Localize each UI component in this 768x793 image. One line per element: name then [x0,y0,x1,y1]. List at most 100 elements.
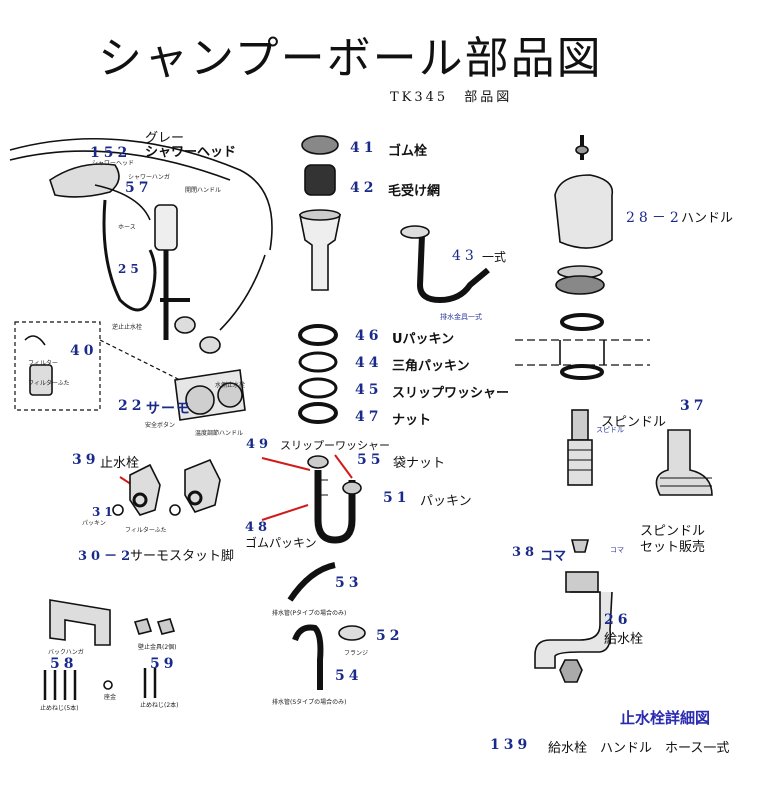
part-37-number: 37 [680,398,708,414]
mini-stopper: 壁止金具(2個) [138,644,177,651]
mini-washer: 座金 [104,694,117,701]
mini-supply-stop: 逆止止水栓 [112,324,143,331]
switch-handle [154,204,178,251]
mini-spindle: スピドル [596,426,624,434]
part-46-number: 46 [355,328,383,344]
part-41-number: 41 [350,140,378,156]
detail-title: 止水栓詳細図 [620,709,711,727]
part-28-number: 28－2 [626,210,683,226]
part-152-number: 152 [90,145,132,161]
part-40-number: 40 [70,343,98,359]
page-title: シャンプーボール部品図 [98,33,603,84]
part-28-label: ハンドル [681,211,734,226]
part-43-label: 一式 [482,250,507,264]
mini-filter-cap: フィルターふた [28,380,70,387]
part-30-number: 30－2 [78,549,135,564]
spout [534,591,613,669]
part-44-label: 三角パッキン [392,359,470,374]
u-packing [298,324,338,346]
s-trap [314,470,356,544]
page-subtitle: TK345 部品図 [390,90,513,105]
part-26-label: 給水栓 [604,632,644,647]
filter-inset [14,321,101,411]
part-38-number: 38 [512,545,539,560]
strainer [304,164,336,196]
part-31-number: 31 [92,505,117,519]
part-49-label: スリップーワッシャー [280,439,390,452]
shower-head [49,163,120,198]
part-25-number: 25 [118,262,143,276]
faucet-handle [554,174,614,249]
mini-filter-cap2: フィルターふた [125,527,167,534]
spindle-label: スピンドル [601,415,667,430]
mini-drain-p: 排水管(Pタイプの場合のみ) [272,610,347,617]
part-44-number: 44 [355,355,383,371]
part-39-label: 止水栓 [100,456,140,471]
spindle [571,409,589,441]
mini-safety: 安全ボタン [145,422,176,429]
mini-koma: コマ [610,546,624,554]
part-51-number: 51 [383,490,411,506]
p-trap [405,228,490,304]
part-39-number: 39 [72,452,100,468]
slip-washer [298,377,338,399]
mini-hose: ホース [118,224,136,231]
screws-2 [143,668,157,698]
part-45-number: 45 [355,382,383,398]
part-55-number: 55 [357,452,385,468]
mini-shower-head: シャワーヘッド [92,160,135,167]
part-42-label: 毛受け網 [388,184,441,199]
spindle-set-label-1: スピンドル [640,524,706,539]
mini-drain-s: 排水管(Sタイプの場合のみ) [272,699,347,706]
part-26-number: 26 [604,612,632,628]
wall-stoppers [133,618,176,635]
drain-body [299,214,341,291]
hose [102,199,157,312]
mini-hot-stop: 水側止水栓 [215,382,246,389]
mini-packing: パッキン [82,520,106,527]
mini-switch-handle: 開閉ハンドル [185,187,222,194]
part-53-number: 53 [335,575,363,591]
part-42-number: 42 [350,180,378,196]
drain-pipe-s [292,624,324,690]
part-51-label: パッキン [420,494,472,509]
screws-5 [43,670,77,700]
koma [570,539,590,553]
part-43-number: 43 [452,248,478,264]
bowl-outline [9,137,273,251]
part-47-label: ナット [392,413,432,428]
part-139-label: 給水栓 ハンドル ホース一式 [548,741,730,756]
part-152-label-1: グレー [145,131,185,146]
part-22-label: サーモ [146,401,191,417]
part-48-label: ゴムパッキン [245,536,317,550]
stop-valve-right [184,458,221,513]
part-22-number: 22 [118,398,146,414]
part-52-number: 52 [376,628,404,644]
mini-shower-hanger: シャワーハンガ [128,174,170,181]
spindle-set [655,429,713,496]
mini-screw5: 止めねじ(5本) [40,705,79,712]
part-41-label: ゴム栓 [388,144,428,159]
mini-flange: フランジ [344,650,369,657]
part-58-number: 58 [50,656,78,672]
rubber-stopper [301,135,339,155]
part-48-number: 48 [245,520,272,535]
part-59-number: 59 [150,656,178,672]
part-47-number: 47 [355,409,383,425]
back-hanger [49,599,111,646]
part-55-label: 袋ナット [393,456,446,471]
part-49-number: 49 [246,437,273,452]
spindle-set-label-2: セット販売 [640,540,706,555]
part-30-label: サーモスタット脚 [130,549,235,564]
triangle-packing [298,351,338,373]
mini-drain-set: 排水金具一式 [440,313,482,321]
flange [338,625,366,641]
mini-filter: フィルター [28,360,58,367]
part-152-label-2: シャワーヘッド [145,145,237,160]
drain-pipe-p [287,562,336,602]
mini-screw2: 止めねじ(2本) [140,702,179,709]
part-45-label: スリップワッシャー [392,386,510,401]
part-46-label: Uパッキン [392,332,455,347]
part-139-number: 139 [490,737,532,753]
